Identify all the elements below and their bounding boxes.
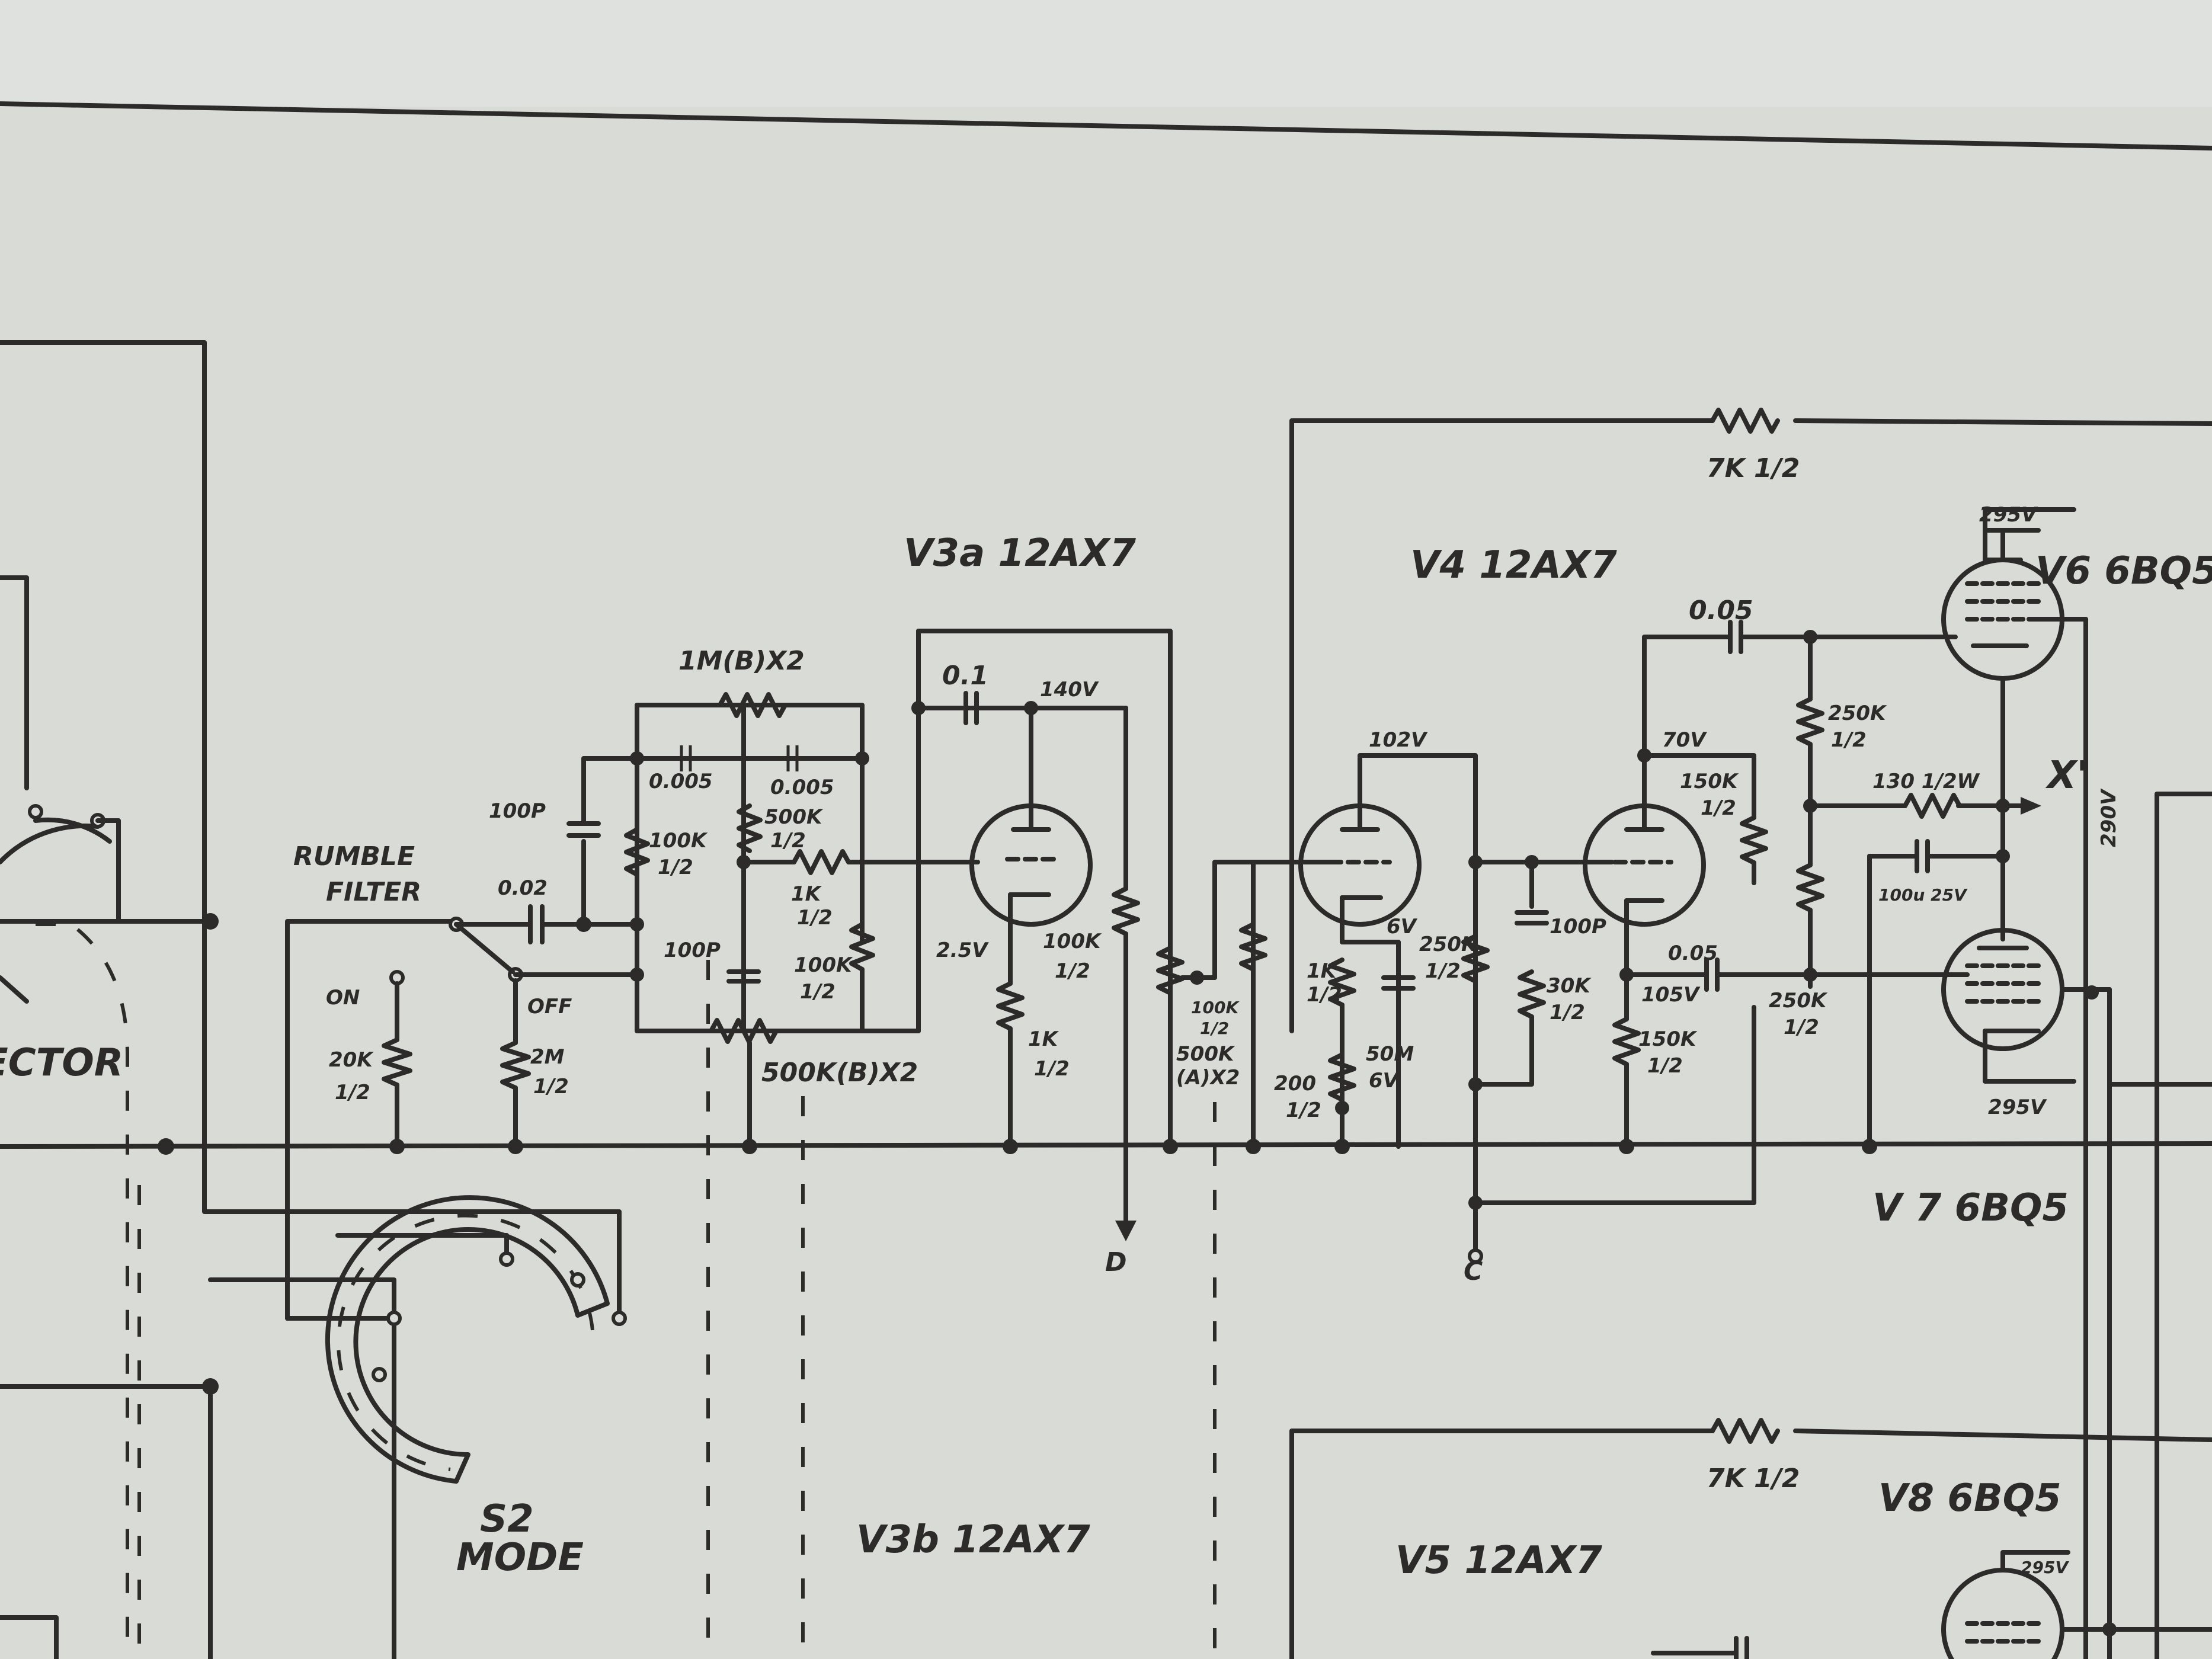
selector-label: ECTOR — [0, 1041, 123, 1085]
r-500k-c-label: 500K — [1176, 1042, 1235, 1066]
r-250k-a-label: 250K — [1419, 933, 1478, 956]
r-1k-b-label: 1K — [1028, 1027, 1059, 1051]
r-500k-a-label: 500K — [764, 805, 824, 829]
pot-500k-b-label: 500K(B)X2 — [761, 1058, 918, 1088]
mode-label: MODE — [456, 1536, 584, 1580]
v6-label: V6 6BQ5 — [2035, 549, 2212, 593]
switch-on-label: ON — [326, 986, 360, 1010]
c-01-label: 0.1 — [942, 661, 988, 691]
v-6a-label: 6V — [1387, 915, 1418, 939]
v-290-label: 290V — [2097, 788, 2121, 847]
v-295-a-label: 295V — [1979, 503, 2038, 527]
r-20k-label: 20K — [329, 1048, 374, 1072]
r-100k-a-watt: 1/2 — [658, 856, 693, 879]
v4-stage — [1251, 408, 2212, 1264]
r-150k-b-label: 150K — [1638, 1027, 1698, 1051]
r-150k-b-watt: 1/2 — [1647, 1054, 1683, 1078]
c-50u-label: 50M — [1366, 1042, 1414, 1066]
r-100k-c-label: 100K — [1043, 930, 1102, 953]
r-7k-a-label: 7K 1/2 — [1707, 453, 1800, 483]
v-295-c-label: 295V — [2021, 1558, 2069, 1577]
r-100k-b-label: 100K — [794, 953, 853, 977]
r-250k-a-watt: 1/2 — [1425, 959, 1461, 983]
c-100p-a-label: 100P — [489, 799, 546, 823]
c-100p-c-label: 100P — [1550, 915, 1606, 939]
c-50u-volt: 6V — [1369, 1069, 1400, 1093]
r-1k-c-watt: 1/2 — [1307, 983, 1342, 1007]
r-250k-c-watt: 1/2 — [1784, 1016, 1819, 1039]
rumble-label-1: RUMBLE — [293, 841, 415, 872]
r-7k-b-label: 7K 1/2 — [1707, 1463, 1800, 1494]
top-border-line — [0, 101, 2212, 150]
c-0005-a-label: 0.005 — [649, 770, 713, 793]
r-100k-c-watt: 1/2 — [1055, 959, 1090, 983]
r-200-watt: 1/2 — [1286, 1098, 1321, 1122]
v4-label: V4 12AX7 — [1410, 543, 1617, 587]
c-002-label: 0.02 — [498, 876, 548, 900]
r-150k-a-label: 150K — [1680, 770, 1739, 793]
r-100k-b-watt: 1/2 — [800, 980, 835, 1004]
v3a-stage — [911, 629, 1178, 1241]
r-2m-watt: 1/2 — [533, 1075, 569, 1098]
rumble-filter-switch — [285, 904, 639, 1321]
v3a-label: V3a 12AX7 — [904, 531, 1136, 575]
r-130-label: 130 1/2W — [1872, 770, 1980, 793]
volume-pot — [1156, 860, 1267, 1659]
r-250k-c-label: 250K — [1769, 989, 1828, 1013]
paper-top-strip — [0, 0, 2212, 107]
v-105-label: 105V — [1641, 983, 1701, 1007]
lower-channel — [1289, 1418, 2212, 1659]
v-295-b-label: 295V — [1988, 1096, 2047, 1119]
r-100k-d-label: 100K — [1191, 998, 1240, 1017]
v-25-label: 2.5V — [936, 939, 989, 962]
left-wiring — [0, 340, 622, 1659]
c-005-b-label: 0.05 — [1668, 941, 1718, 965]
r-250k-b-label: 250K — [1828, 702, 1887, 725]
r-500k-c-watt: (A)X2 — [1176, 1066, 1240, 1090]
output-x-label: X' — [2045, 754, 2088, 798]
c-100p-b-label: 100P — [664, 939, 721, 962]
c-0005-b-label: 0.005 — [770, 776, 834, 799]
tone-network — [566, 692, 980, 1659]
r-200-label: 200 — [1274, 1072, 1316, 1096]
output-d-label: D — [1105, 1247, 1127, 1277]
pot-1m-label: 1M(B)X2 — [678, 646, 805, 676]
v-102-label: 102V — [1369, 728, 1428, 752]
output-stage — [1923, 507, 2212, 1659]
rumble-label-2: FILTER — [326, 877, 421, 907]
s2-label: S2 — [480, 1497, 534, 1541]
r-30k-watt: 1/2 — [1550, 1001, 1585, 1024]
r-1k-a-label: 1K — [791, 882, 822, 906]
r-500k-a-watt: 1/2 — [770, 829, 806, 853]
r-100k-d-watt: 1/2 — [1200, 1019, 1229, 1038]
v8-label: V8 6BQ5 — [1878, 1477, 2061, 1520]
r-1k-b-watt: 1/2 — [1034, 1057, 1070, 1081]
c-005-a-label: 0.05 — [1689, 595, 1753, 626]
r-2m-label: 2M — [530, 1045, 565, 1069]
s2-mode-switch — [208, 1195, 627, 1659]
switch-off-label: OFF — [527, 995, 572, 1019]
r-30k-label: 30K — [1547, 974, 1592, 998]
ground-bus — [0, 1141, 2212, 1149]
v-140-label: 140V — [1040, 678, 1099, 702]
v5-label: V5 12AX7 — [1395, 1539, 1602, 1583]
c-100u-label: 100u 25V — [1878, 885, 1968, 905]
r-100k-a-label: 100K — [649, 829, 708, 853]
v-70-label: 70V — [1662, 728, 1707, 752]
v3b-label: V3b 12AX7 — [856, 1518, 1090, 1562]
r-1k-c-label: 1K — [1307, 959, 1338, 983]
r-150k-a-watt: 1/2 — [1701, 796, 1736, 820]
output-c-label: C — [1464, 1256, 1483, 1286]
r-20k-watt: 1/2 — [335, 1081, 370, 1104]
r-250k-b-watt: 1/2 — [1831, 728, 1867, 752]
r-1k-a-watt: 1/2 — [797, 906, 833, 930]
v7-label: V 7 6BQ5 — [1872, 1186, 2069, 1230]
